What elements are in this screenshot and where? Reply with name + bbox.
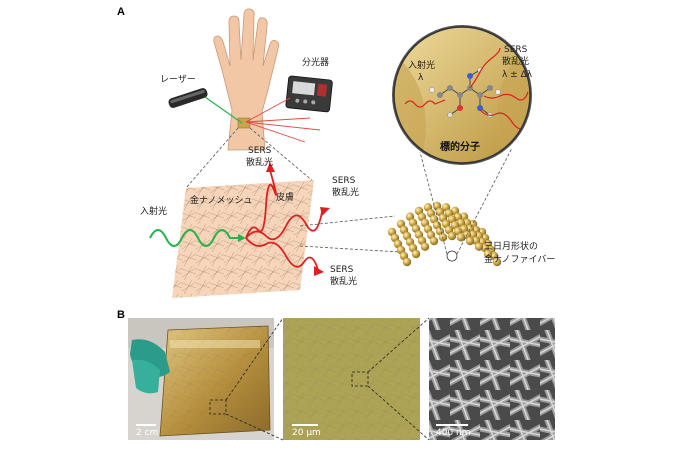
gold-nanoparticle: [466, 237, 474, 245]
target-molecule-label: 標的分子: [440, 140, 480, 153]
photo-optical-micrograph: [283, 318, 420, 440]
photo-gold-mesh-sheet: [128, 318, 274, 440]
circle-incident-lambda: λ: [418, 73, 424, 83]
sers-top-label-2: 散乱光: [246, 156, 273, 168]
gold-nanoparticle: [430, 237, 438, 245]
sers-bottom-label-2: 散乱光: [330, 275, 357, 287]
laser-label: レーザー: [160, 74, 196, 85]
sers-right-label-2: 散乱光: [332, 186, 359, 198]
mesh-label: 金ナノメッシュ: [190, 194, 253, 206]
sers-top-label-1: SERS: [248, 146, 272, 156]
panel-a-label: A: [117, 6, 125, 18]
photo-sem-image: [429, 318, 555, 440]
scale-bar-3: 400 nm: [436, 428, 471, 438]
gold-nanoparticle: [448, 232, 456, 240]
skin-label: 皮膚: [276, 191, 294, 203]
gold-nanoparticle: [403, 258, 411, 266]
incident-label-left: 入射光: [140, 205, 167, 217]
laser-pointer-icon: [167, 87, 208, 109]
scale-bar-1: 2 cm: [136, 428, 158, 438]
gold-nanoparticle: [421, 243, 429, 251]
zoom-lines-slab: [300, 216, 400, 252]
panel-b-label: B: [117, 309, 125, 321]
gold-nanoparticle: [412, 250, 420, 258]
gold-nanoparticle: [439, 233, 447, 241]
scale-bar-2: 20 µm: [292, 428, 321, 438]
gold-nanoparticle: [475, 243, 483, 251]
sers-right-label-1: SERS: [332, 176, 356, 186]
spectrometer-icon: [286, 76, 333, 112]
spectrometer-label: 分光器: [302, 56, 329, 68]
sers-bottom-label-1: SERS: [330, 265, 354, 275]
circle-incident-label: 入射光: [408, 59, 435, 71]
hand-illustration: [214, 9, 279, 150]
circle-sers-lambda: λ ± Δλ: [502, 70, 533, 80]
circle-sers-label-2: 散乱光: [502, 55, 529, 67]
crescent-label-2: 金ナノファイバー: [484, 253, 555, 265]
crescent-label-1: 三日月形状の: [484, 240, 538, 252]
crescent-zoom-marker: [447, 251, 457, 261]
circle-sers-label-1: SERS: [504, 45, 528, 55]
